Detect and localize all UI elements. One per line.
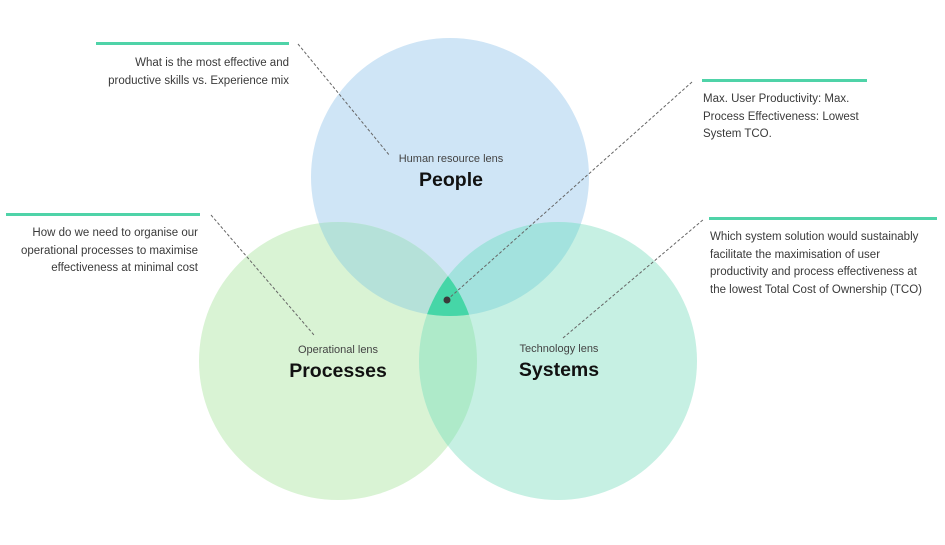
annotation-text-line: facilitate the maximisation of user [710,248,881,261]
annotation-text-line: operational processes to maximise [20,244,198,257]
people-processes-overlap [311,222,477,316]
people-lens-subtitle: Human resource lens [398,153,504,165]
annotation-text-line: Process Effectiveness: Lowest [703,110,859,123]
people-title: People [419,169,483,191]
processes-label: Operational lens Processes [289,343,387,383]
systems-leader-line [562,218,705,339]
accent-bar [709,217,937,220]
center-marker-dot [443,296,451,304]
annotation-text-line: Which system solution would sustainably [710,231,919,243]
processes-title: Processes [289,360,387,382]
people-label: Human resource lens People [399,152,504,192]
annotation-text-line: effectiveness at minimal cost [51,262,198,274]
people-leader-line [297,43,391,157]
systems-title: Systems [518,359,600,381]
annotation-text-line: productivity and process effectiveness a… [710,266,917,278]
annotation-text-line: Max. User Productivity: Max. [703,93,850,105]
annotation-text-line: System TCO. [703,128,772,140]
people-systems-overlap [419,222,589,316]
accent-bar [702,79,867,82]
annotation-text-line: What is the most effective and [135,57,289,69]
systems-label: Technology lens Systems [519,342,599,382]
systems-lens-subtitle: Technology lens [519,343,599,355]
accent-bar [96,42,289,45]
annotation-text-line: the lowest Total Cost of Ownership (TCO) [710,283,922,296]
annotation-text-line: How do we need to organise our [32,227,198,239]
accent-bar [6,213,200,216]
annotation-text-line: productive skills vs. Experience mix [108,74,289,87]
processes-leader-line [210,214,315,336]
processes-lens-subtitle: Operational lens [297,344,379,356]
